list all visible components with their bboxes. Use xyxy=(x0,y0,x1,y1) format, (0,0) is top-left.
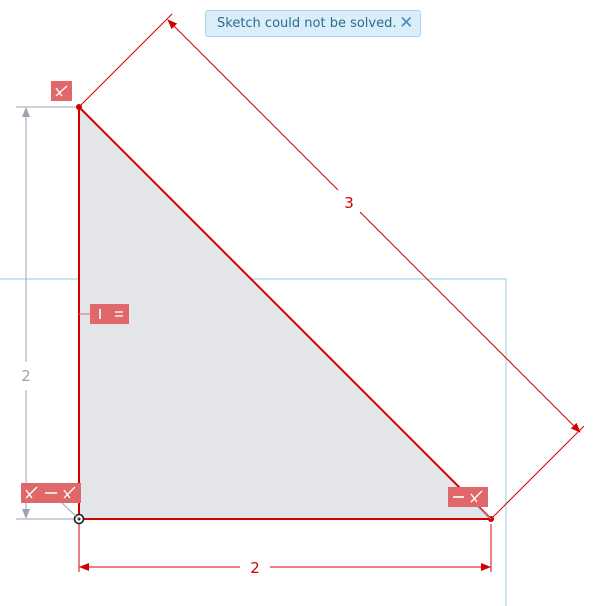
badge-leader-origin xyxy=(61,502,80,520)
hypotenuse-dimension[interactable]: 3 xyxy=(78,13,585,520)
vertical-dimension[interactable]: 2 xyxy=(16,106,79,520)
vertical-equal-constraint-badge[interactable] xyxy=(90,304,129,324)
origin-constraint-badge[interactable] xyxy=(21,483,81,503)
perpendicular-icon xyxy=(25,486,38,499)
hypotenuse-dimension-value[interactable]: 3 xyxy=(344,194,354,212)
close-icon[interactable]: ✕ xyxy=(399,13,414,33)
perpendicular-icon xyxy=(63,486,76,499)
hypotenuse-edge[interactable] xyxy=(78,106,492,520)
toast-message: Sketch could not be solved. xyxy=(217,16,397,31)
error-toast: Sketch could not be solved. ✕ xyxy=(205,10,421,37)
vertical-dimension-value[interactable]: 2 xyxy=(21,367,31,385)
perpendicular-constraint-badge[interactable] xyxy=(51,81,72,101)
perpendicular-icon xyxy=(55,85,68,97)
horizontal-dimension[interactable]: 2 xyxy=(78,524,492,577)
perpendicular-icon xyxy=(470,490,483,503)
equal-icon xyxy=(115,311,123,317)
badge-leader-right xyxy=(477,506,492,520)
top-vertex-point[interactable] xyxy=(76,104,82,110)
horizontal-dimension-value[interactable]: 2 xyxy=(250,559,260,577)
horizontal-perpendicular-constraint-badge[interactable] xyxy=(448,487,488,507)
